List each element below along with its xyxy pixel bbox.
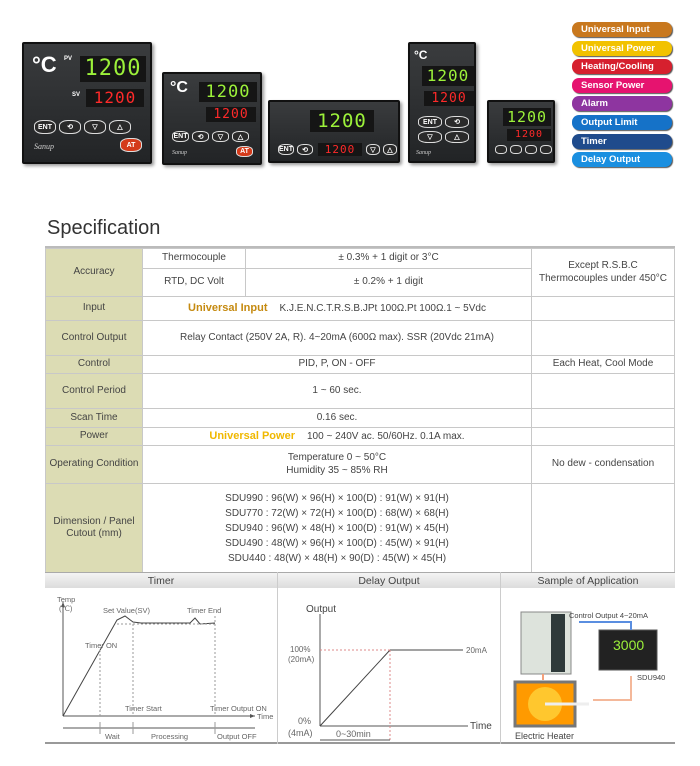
- svg-text:Timer End: Timer End: [187, 606, 221, 615]
- svg-text:Time: Time: [470, 721, 492, 732]
- svg-text:0%: 0%: [298, 716, 311, 726]
- sdu940-controller: [598, 629, 658, 671]
- up-button[interactable]: △: [445, 131, 469, 143]
- svg-text:Time: Time: [257, 712, 273, 721]
- ent-button[interactable]: ENT: [34, 120, 56, 134]
- svg-text:Temp: Temp: [57, 595, 75, 604]
- sv-display: 1200: [507, 129, 551, 141]
- svg-text:Timer ON: Timer ON: [85, 641, 117, 650]
- mode-button[interactable]: ⟲: [192, 131, 209, 142]
- down-button[interactable]: ▽: [418, 131, 442, 143]
- svg-text:Timer Output ON: Timer Output ON: [210, 704, 267, 713]
- feature-badge: Delay Output: [572, 152, 672, 168]
- page-title: Specification: [47, 217, 161, 239]
- mode-button[interactable]: ⟲: [445, 116, 469, 128]
- application-header: Sample of Application: [501, 572, 675, 588]
- svg-text:20mA: 20mA: [466, 646, 488, 655]
- timer-diagram: Temp(℃) Time Set Value(SV) Timer End Time…: [57, 595, 273, 741]
- feature-badge: Sensor Power: [572, 77, 672, 93]
- up-button[interactable]: [540, 145, 552, 154]
- mode-button[interactable]: ⟲: [297, 144, 313, 155]
- pv-display: 1200: [310, 110, 374, 132]
- timer-header: Timer: [45, 572, 277, 588]
- svg-text:Processing: Processing: [151, 732, 188, 741]
- pv-display: 1200: [422, 66, 474, 86]
- feature-badge: Universal Input: [572, 22, 672, 37]
- svg-text:Wait: Wait: [105, 732, 121, 741]
- diagrams-section: Timer Delay Output Sample of Application…: [45, 572, 675, 744]
- up-button[interactable]: △: [109, 120, 131, 134]
- ent-button[interactable]: ENT: [172, 131, 189, 142]
- accuracy-label: Accuracy: [45, 248, 143, 297]
- divider: [45, 246, 675, 248]
- down-button[interactable]: ▽: [212, 131, 229, 142]
- pv-display: 1200: [80, 56, 146, 82]
- delay-header: Delay Output: [278, 572, 500, 588]
- svg-text:100%: 100%: [290, 645, 310, 654]
- ent-button[interactable]: ENT: [278, 144, 294, 155]
- controller-sdu940: 1200 ENT⟲ 1200 ▽△: [268, 100, 400, 163]
- delay-output-diagram: Output 100%(20mA) 0% (4mA) 20mA Time 0~30…: [288, 604, 492, 742]
- down-button[interactable]: ▽: [84, 120, 106, 134]
- feature-badge: Universal Power: [572, 40, 672, 56]
- controller-sdu770: °C 1200 1200 ENT⟲▽△ AT Sanup: [162, 72, 262, 165]
- sv-display: 1200: [206, 107, 256, 122]
- svg-text:0~30min: 0~30min: [336, 729, 371, 739]
- sv-display: 1200: [86, 89, 144, 107]
- feature-badge: Heating/Cooling: [572, 59, 672, 75]
- svg-text:(4mA): (4mA): [288, 728, 313, 738]
- svg-text:Output: Output: [306, 604, 336, 615]
- down-button[interactable]: [525, 145, 537, 154]
- application-diagram: 3000 Control Output 4~20mA SDU940 Electr…: [513, 611, 665, 741]
- svg-text:Timer Start: Timer Start: [125, 704, 163, 713]
- down-button[interactable]: ▽: [366, 144, 380, 155]
- svg-text:3000: 3000: [613, 637, 644, 653]
- svg-text:Control Output 4~20mA: Control Output 4~20mA: [569, 611, 648, 620]
- up-button[interactable]: △: [232, 131, 249, 142]
- pv-display: 1200: [199, 82, 257, 102]
- sv-display: 1200: [318, 143, 362, 156]
- controller-sdu440: 1200 1200: [487, 100, 555, 163]
- mode-button[interactable]: ⟲: [59, 120, 81, 134]
- ent-button[interactable]: ENT: [418, 116, 442, 128]
- svg-text:Electric Heater: Electric Heater: [515, 731, 574, 741]
- feature-badge: Output Limit: [572, 114, 672, 130]
- mode-button[interactable]: [510, 145, 522, 154]
- at-button[interactable]: AT: [236, 146, 253, 157]
- svg-text:SDU940: SDU940: [637, 673, 665, 682]
- pv-display: 1200: [503, 108, 551, 126]
- sv-display: 1200: [424, 91, 474, 106]
- ent-button[interactable]: [495, 145, 507, 154]
- feature-badges: Universal Input Universal Power Heating/…: [572, 22, 672, 171]
- svg-text:Output OFF: Output OFF: [217, 732, 257, 741]
- controller-sdu990: °C PV 1200 SV 1200 ENT⟲▽△ AT Sanup: [22, 42, 152, 164]
- feature-badge: Alarm: [572, 96, 672, 112]
- controller-sdu490: °C 1200 1200 ENT⟲▽△ Sanup: [408, 42, 476, 163]
- svg-text:(℃): (℃): [59, 604, 73, 613]
- svg-text:Set Value(SV): Set Value(SV): [103, 606, 150, 615]
- up-button[interactable]: △: [383, 144, 397, 155]
- feature-badge: Timer: [572, 133, 672, 149]
- at-button[interactable]: AT: [120, 138, 142, 152]
- svg-text:(20mA): (20mA): [288, 655, 315, 664]
